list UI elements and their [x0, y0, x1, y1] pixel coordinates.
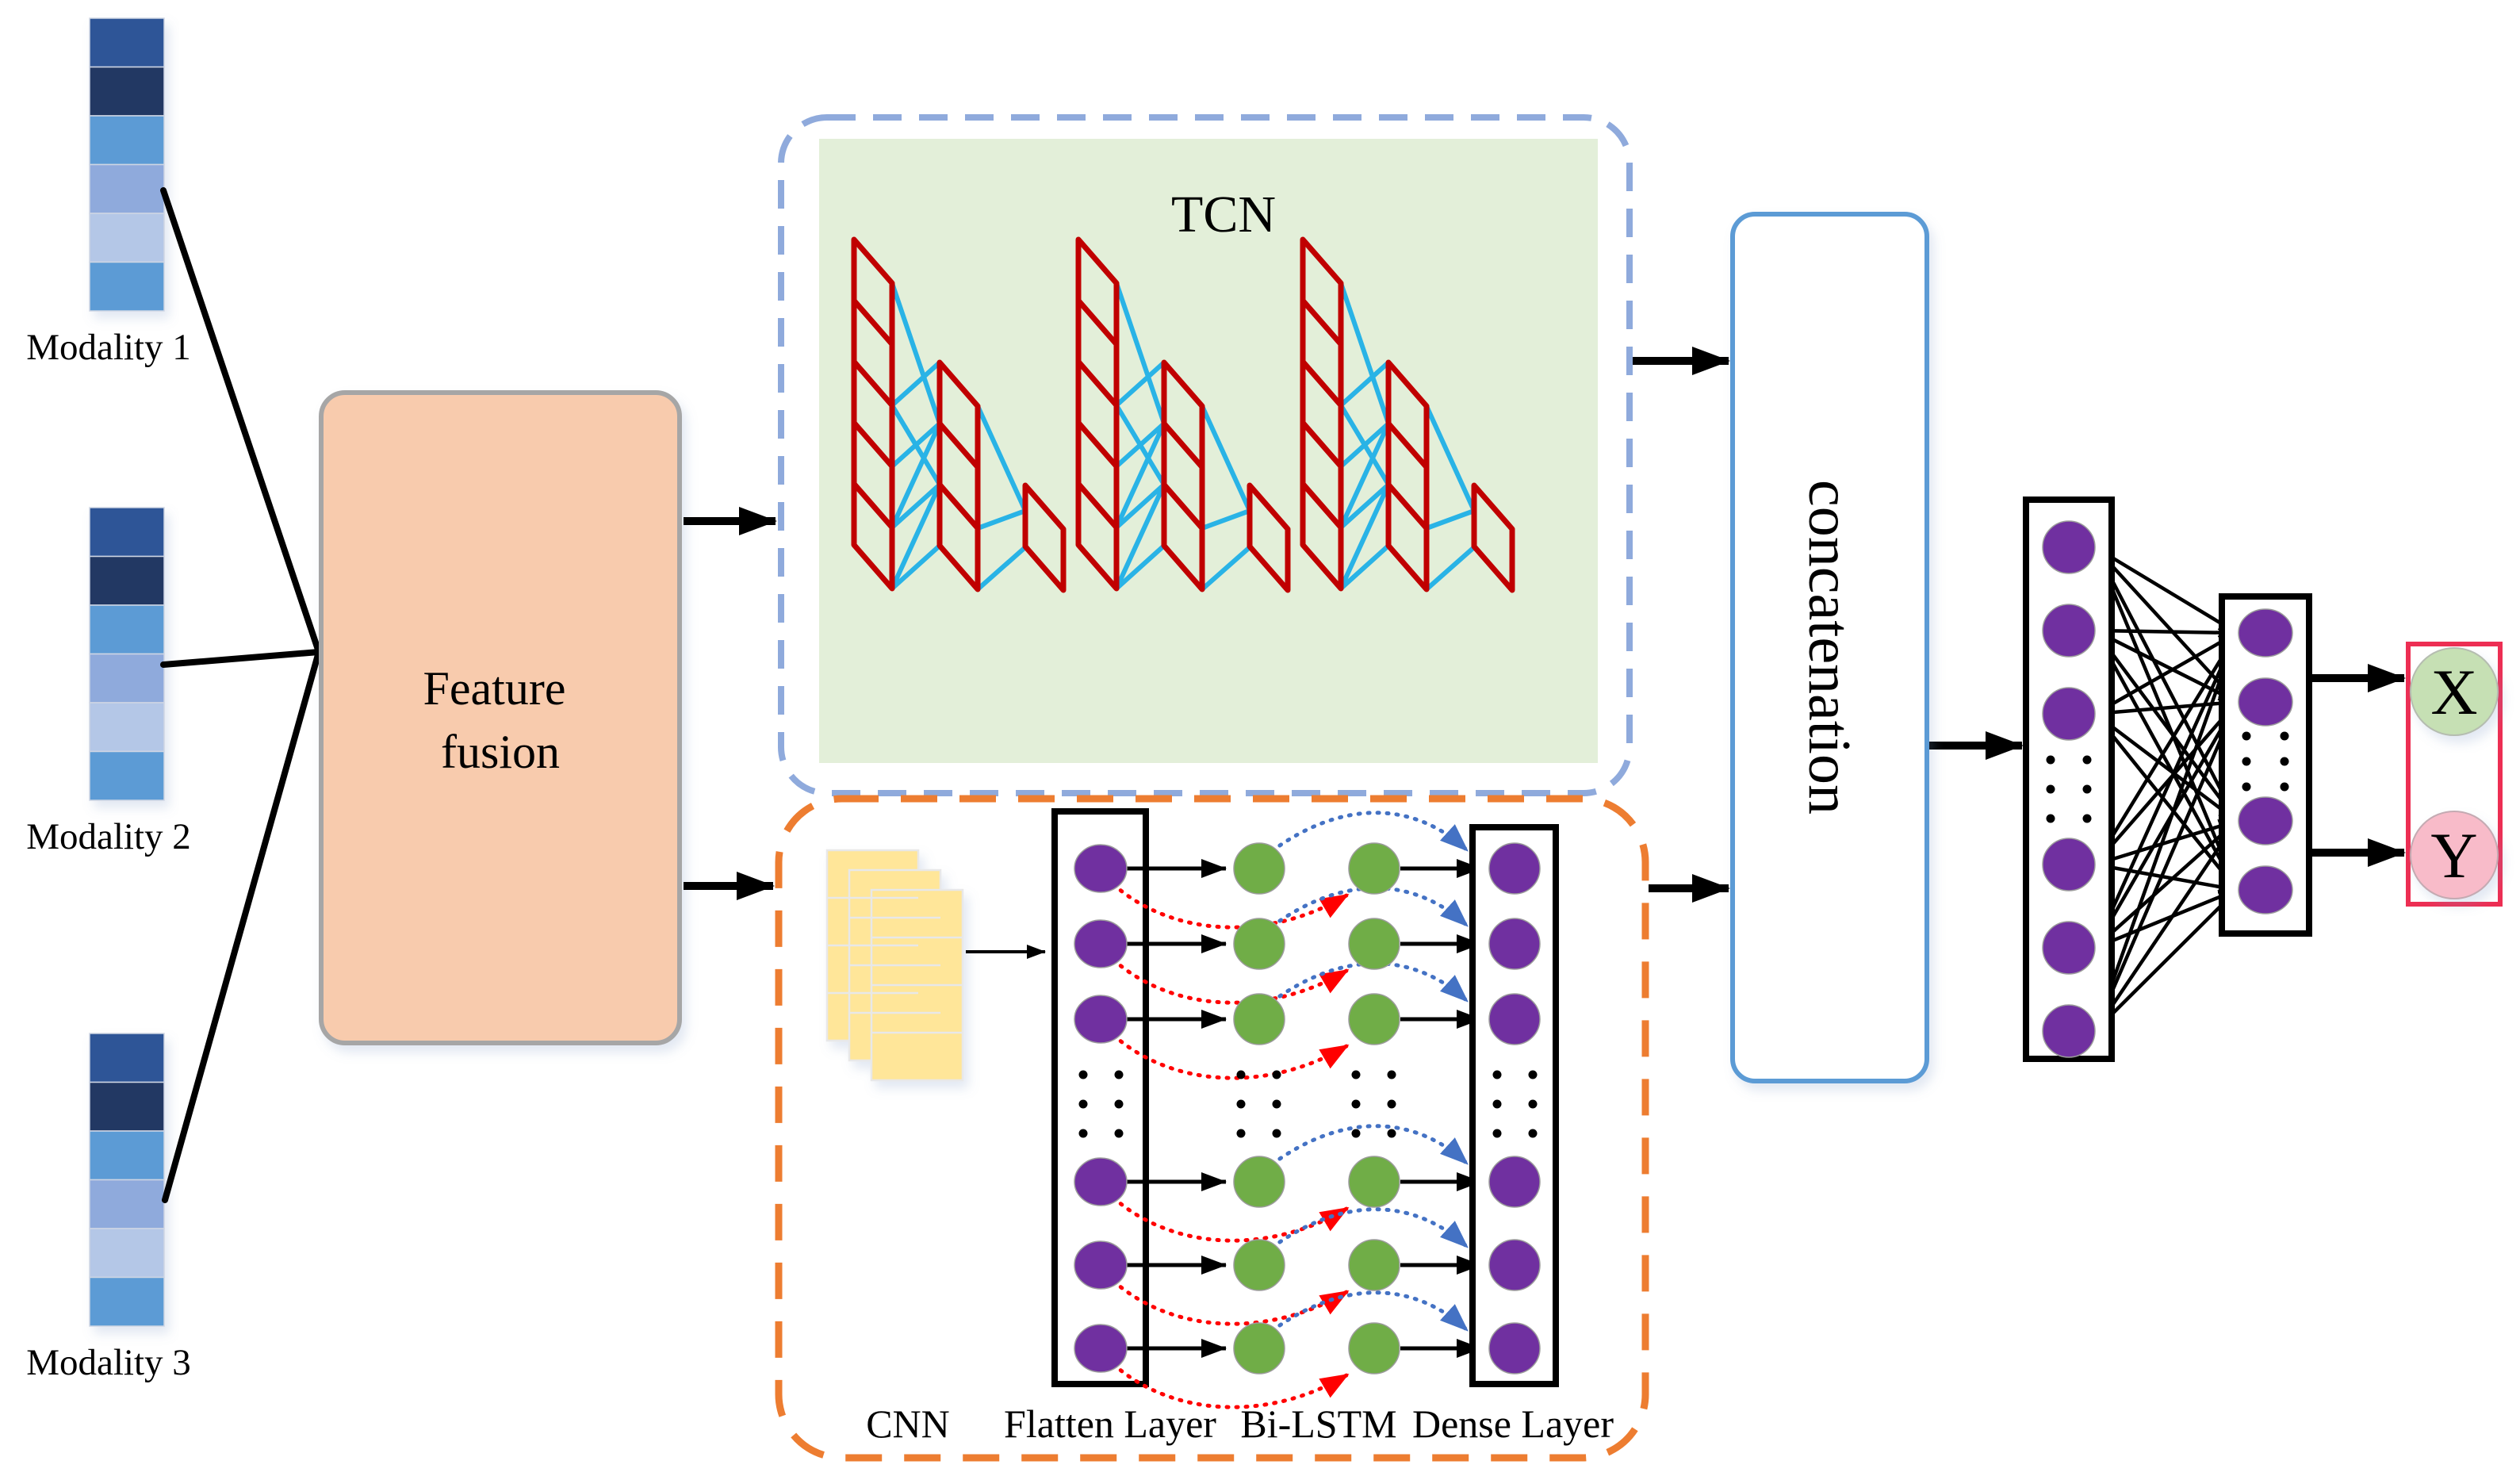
fc-layer1-nodes: [2042, 520, 2096, 1058]
flatten-nodes: [1074, 844, 1128, 1373]
modality-2-stack: [89, 507, 165, 801]
svg-text:Feature fusion: Feature fusion: [423, 662, 578, 778]
output-y-label: Y: [2430, 819, 2477, 891]
flatten-layer-box: [1051, 808, 1149, 1387]
fc-connections: [2093, 546, 2239, 1033]
bilstm-col2-ellipsis: [1351, 1070, 1396, 1138]
modality-1-label: Modality 1: [26, 327, 191, 368]
output-y-node: [2410, 811, 2499, 899]
row-arrows: [1127, 859, 1482, 1358]
tcn-panel: [819, 139, 1598, 763]
flow-arrows: [684, 347, 2406, 903]
tcn-box: TCN: [778, 114, 1633, 796]
bilstm-backward-nodes: [1348, 842, 1400, 1375]
bilstm-col1-ellipsis: [1236, 1070, 1281, 1138]
bilstm-forward-nodes: [1233, 842, 1285, 1375]
dense-ellipsis: [1492, 1070, 1538, 1138]
flatten-ellipsis: [1078, 1070, 1124, 1138]
modality-fusion-lines: [160, 187, 322, 1203]
dense-nodes: [1488, 842, 1541, 1375]
output-box: X Y: [2406, 642, 2503, 907]
output-x-label: X: [2430, 656, 2477, 728]
tcn-title: TCN: [1171, 186, 1276, 243]
fusion-label-line1: Feature: [423, 662, 566, 715]
fc-layer2-ellipsis: [2242, 731, 2289, 792]
fc-layer1-ellipsis: [2046, 755, 2092, 823]
cnn-feature-maps: [825, 849, 964, 1082]
modality-3-label: Modality 3: [26, 1342, 191, 1383]
dense-label: Dense Layer: [1412, 1401, 1614, 1446]
modality-1-stack: [89, 17, 165, 312]
concatenation-label: concatenation: [1796, 480, 1863, 815]
fc-layer1-box: [2023, 497, 2115, 1062]
feature-fusion-box: Feature fusion: [319, 390, 682, 1045]
fusion-label-line2: fusion: [441, 726, 560, 778]
fc-layer2-nodes: [2238, 608, 2293, 914]
bilstm-backward-links: [1111, 882, 1350, 1409]
output-x-node: [2410, 647, 2499, 736]
cnn-label: CNN: [866, 1401, 950, 1446]
dense-layer-box: [1469, 824, 1559, 1387]
flatten-label: Flatten Layer: [1004, 1401, 1216, 1446]
concatenation-box: concatenation: [1730, 212, 1929, 1083]
modality-2-label: Modality 2: [26, 816, 191, 857]
bilstm-forward-links: [1270, 811, 1469, 1333]
cnn-bilstm-box: CNN Flatten Layer Bi-LSTM Dense Layer: [775, 795, 1649, 1462]
modality-3-stack: [89, 1033, 165, 1327]
bilstm-label: Bi-LSTM: [1240, 1401, 1396, 1446]
